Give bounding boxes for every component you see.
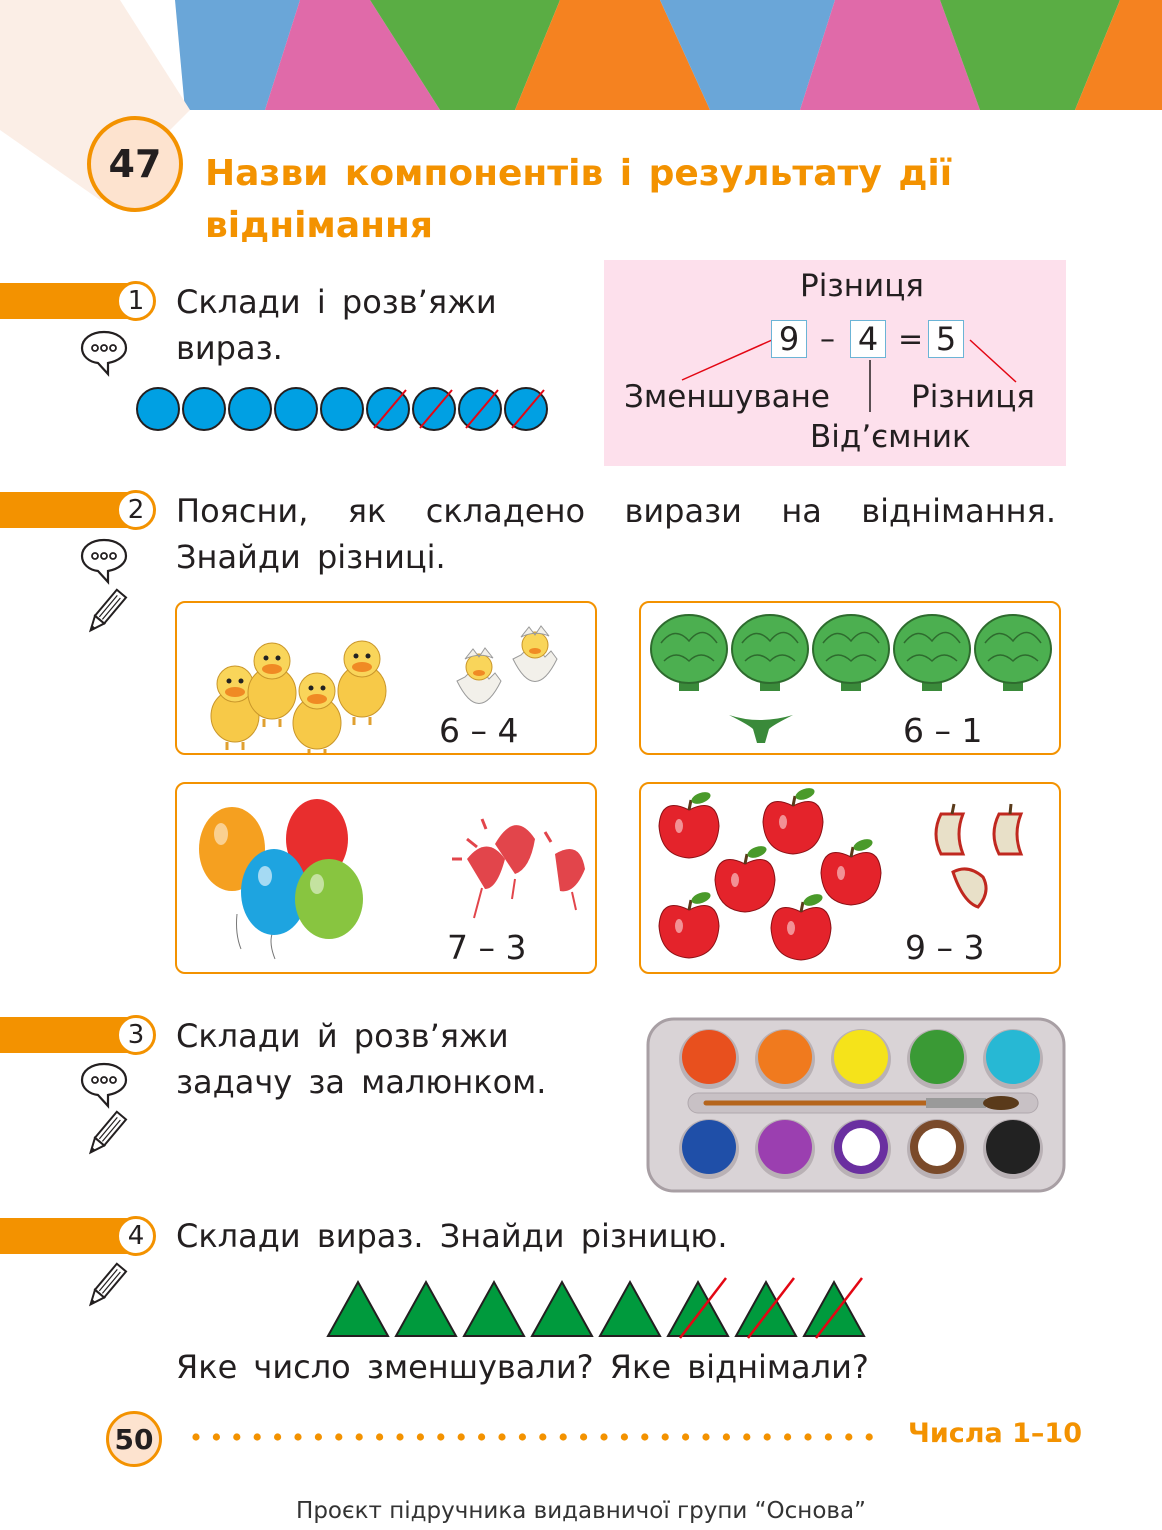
picture-card-cabbages: 6 – 1	[639, 601, 1061, 755]
lesson-number: 47	[87, 116, 183, 212]
triangles-row	[326, 1277, 866, 1339]
speech-bubble-icon	[80, 1062, 128, 1109]
result-box: 5	[928, 320, 964, 358]
task-4-number: 4	[116, 1216, 156, 1256]
triangle	[598, 1279, 662, 1337]
dotted-divider	[192, 1433, 873, 1441]
minus-sign: –	[820, 322, 835, 357]
pencil-icon	[88, 1262, 128, 1307]
paint-palette-illustration	[646, 1017, 1066, 1193]
picture-card-apples: 9 – 3	[639, 782, 1061, 974]
rule-connectors	[681, 339, 1017, 412]
subtrahend-box: 4	[850, 320, 886, 358]
task-3-text: Склади й розв’яжи задачу за малюнком.	[176, 1017, 547, 1101]
rule-box: Різниця 9 – 4 = 5 Зменшуване Різниця Від…	[604, 260, 1066, 466]
circle	[228, 387, 272, 431]
pencil-icon	[88, 588, 128, 633]
expression-1: 6 – 4	[439, 711, 519, 750]
cross-out-line	[511, 389, 545, 429]
task-4-text: Склади вираз. Знайди різницю.	[176, 1217, 728, 1255]
cross-out-line	[747, 1277, 795, 1339]
minuend-box: 9	[771, 320, 807, 358]
triangle	[802, 1279, 866, 1337]
triangle	[394, 1279, 458, 1337]
cross-out-line	[465, 389, 499, 429]
balloons-illustration	[199, 799, 585, 960]
task-4-question: Яке число зменшували? Яке віднімали?	[176, 1348, 869, 1386]
task-3-number: 3	[116, 1015, 156, 1055]
cross-out-line	[815, 1277, 863, 1339]
cabbages-illustration	[650, 614, 1052, 743]
publisher-credit: Проєкт підручника видавничої групи “Осно…	[296, 1498, 866, 1524]
expression-2: 6 – 1	[903, 711, 983, 750]
triangle	[462, 1279, 526, 1337]
picture-card-balloons: 7 – 3	[175, 782, 597, 974]
triangle	[666, 1279, 730, 1337]
decorative-banner	[0, 0, 1162, 110]
pencil-icon	[88, 1110, 128, 1155]
label-subtrahend: Від’ємник	[810, 419, 971, 455]
lesson-title: Назви компонентів і результату дії відні…	[205, 153, 953, 246]
triangle	[734, 1279, 798, 1337]
triangle	[530, 1279, 594, 1337]
circle	[182, 387, 226, 431]
expression-4: 9 – 3	[905, 928, 985, 967]
cross-out-line	[373, 389, 407, 429]
picture-card-ducklings: 6 – 4	[175, 601, 597, 755]
section-title: Числа 1–10	[908, 1418, 1082, 1449]
page-number: 50	[106, 1411, 162, 1467]
apples-illustration	[658, 788, 1024, 961]
task-1-number: 1	[116, 281, 156, 321]
rule-top-label: Різниця	[800, 268, 924, 304]
task-1-text: Склади і розв’яжи вираз.	[176, 283, 497, 367]
label-minuend: Зменшуване	[624, 379, 830, 415]
circles-row	[136, 387, 548, 431]
triangle	[326, 1279, 390, 1337]
cross-out-line	[679, 1277, 727, 1339]
speech-bubble-icon	[80, 330, 128, 377]
speech-bubble-icon	[80, 538, 128, 585]
label-result: Різниця	[911, 379, 1035, 415]
cross-out-line	[419, 389, 453, 429]
circle	[320, 387, 364, 431]
equals-sign: =	[898, 322, 924, 357]
expression-3: 7 – 3	[447, 928, 527, 967]
task-2-text: Поясни, як складено вирази на віднімання…	[176, 492, 1056, 576]
circle	[274, 387, 318, 431]
task-2-number: 2	[116, 490, 156, 530]
circle	[136, 387, 180, 431]
ducklings-illustration	[210, 625, 558, 753]
